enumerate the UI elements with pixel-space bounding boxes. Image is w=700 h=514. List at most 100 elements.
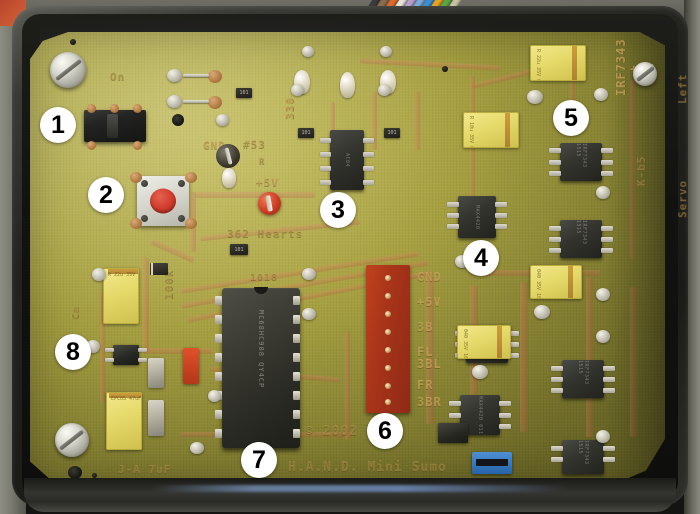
ic-pin: [549, 160, 561, 165]
ic-pin: [603, 457, 615, 462]
mosfet-irf7343-second: IRF7343 1515: [560, 220, 602, 258]
tantalum-capacitor-top-right: R 22u 35V 012: [530, 45, 586, 81]
callout-marker-4[interactable]: 4: [463, 240, 499, 276]
board-via: [92, 473, 97, 478]
dip-pin: [215, 334, 222, 343]
ic-pin: [499, 413, 511, 418]
cap-marking: 040 35V 10u: [535, 269, 541, 299]
button-pad: [185, 218, 197, 229]
smd-diode: [150, 263, 168, 275]
ic-pin: [320, 138, 331, 143]
ic-pin: [495, 213, 507, 218]
switch-pad: [87, 141, 96, 150]
ic-pin: [507, 353, 519, 358]
red-jumper-block[interactable]: [183, 348, 199, 384]
trimmer-red[interactable]: [258, 192, 281, 215]
callout-marker-2[interactable]: 2: [88, 177, 124, 213]
silkscreen-text: +5V: [256, 176, 279, 189]
dip-pin: [215, 429, 222, 438]
silkscreen-text: R: [259, 157, 266, 167]
ic-pin: [447, 202, 459, 207]
trimmer-potentiometer[interactable]: [216, 144, 240, 168]
callout-marker-7[interactable]: 7: [241, 442, 277, 478]
silkscreen-text: J-A 7uF: [118, 463, 172, 476]
switch-lever[interactable]: [106, 114, 119, 138]
ic-pin: [601, 237, 613, 242]
copper-trace: [143, 348, 213, 354]
ic-pin: [603, 446, 615, 451]
callout-marker-5[interactable]: 5: [553, 100, 589, 136]
ic-pin: [551, 377, 563, 382]
power-slide-switch[interactable]: [84, 110, 146, 142]
ic-marking: IRF7343 1515: [577, 360, 589, 385]
smd-resistor: 101: [230, 244, 248, 255]
ic-pin: [363, 166, 374, 171]
sensor-pin-header[interactable]: [366, 265, 410, 413]
silkscreen-text: IRF7343: [614, 38, 628, 96]
jumper-slot: [476, 459, 508, 466]
tantalum-capacitor-mid-right: R 10u 35V 040: [463, 112, 519, 148]
axial-component: [148, 358, 164, 388]
board-via: [442, 66, 448, 72]
sot23-regulator: [113, 345, 139, 365]
button-pad: [185, 172, 197, 183]
solder-joint: [302, 308, 316, 320]
silkscreen-text: 3BR: [417, 395, 442, 409]
solder-joint: [167, 69, 182, 82]
blue-jumper[interactable]: [472, 452, 512, 474]
ic-pin: [320, 166, 331, 171]
callout-marker-1[interactable]: 1: [40, 107, 76, 143]
ic-pin: [138, 348, 147, 352]
dip-pin: [293, 410, 300, 419]
ic-pin: [507, 331, 519, 336]
mounting-screw-top-right: [633, 62, 657, 86]
cap-marking: R 10u 35V 040: [468, 116, 474, 148]
ic-pin: [320, 180, 331, 185]
red-push-button[interactable]: [137, 176, 189, 226]
dip-pin: [215, 315, 222, 324]
callout-marker-3[interactable]: 3: [320, 192, 356, 228]
solder-joint: [534, 305, 550, 319]
silkscreen-text: On: [110, 70, 126, 83]
ic-pin: [603, 377, 615, 382]
cap-marking: 040 35V 10u: [462, 329, 468, 359]
smd-resistor: 101: [236, 88, 252, 98]
ic-pin: [499, 424, 511, 429]
smd-resistor: 101: [298, 128, 314, 138]
dip-pin: [293, 353, 300, 362]
ic-marking: IRF7343 1515: [575, 220, 587, 245]
tantalum-capacitor-left-bottom: EPCOS 47uF 10V: [106, 392, 142, 450]
button-pad: [130, 172, 142, 183]
silkscreen-text: 1018: [250, 272, 279, 283]
solder-joint: [472, 365, 488, 379]
button-leg: [178, 180, 185, 187]
ic-pin: [601, 248, 613, 253]
ic-marking: MAX4420 011: [477, 395, 483, 435]
ic-pin: [449, 413, 461, 418]
tantalum-capacitor-lower-b: 040 35V 10u: [457, 325, 511, 359]
dip-pin: [293, 391, 300, 400]
indicator-led: [222, 168, 236, 188]
solder-joint: [378, 84, 391, 96]
dip-pin: [293, 429, 300, 438]
ic-pin: [105, 358, 114, 362]
ic-marking: IRF7343 1515: [577, 440, 589, 465]
ic-orientation-notch: [254, 287, 268, 294]
silkscreen-text: GND: [417, 270, 442, 284]
callout-marker-6[interactable]: 6: [367, 413, 403, 449]
ic-pin: [549, 237, 561, 242]
silkscreen-text: K-b5: [635, 155, 648, 187]
mcu-marking: MC68HC908 QY4CP: [257, 310, 265, 389]
ic-pin: [601, 148, 613, 153]
silkscreen-text: Servo: [676, 179, 689, 218]
ic-pin: [363, 138, 374, 143]
mosfet-irf7343-fourth: IRF7343 1515: [562, 440, 604, 474]
ic-pin: [363, 180, 374, 185]
mosfet-irf7343-third: IRF7343 1515: [562, 360, 604, 398]
right-background-strip: [684, 0, 700, 514]
solder-joint: [594, 88, 608, 101]
button-cap[interactable]: [150, 188, 176, 214]
callout-marker-8[interactable]: 8: [55, 334, 91, 370]
button-leg: [178, 215, 185, 222]
